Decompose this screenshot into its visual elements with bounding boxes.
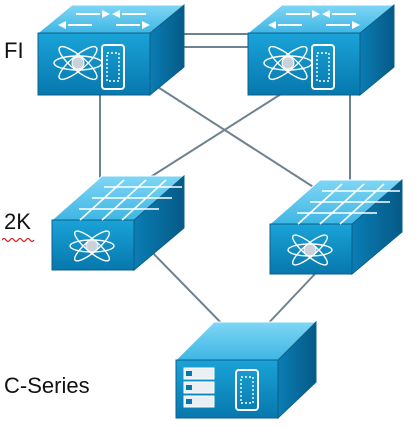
spellcheck-underline — [2, 237, 35, 243]
link-fi-a-fex-b — [149, 81, 319, 191]
tier-label-cseries: C-Series — [4, 373, 90, 398]
tier-label-fi: FI — [4, 38, 24, 63]
rack-server-icon — [174, 320, 318, 420]
links — [99, 33, 351, 335]
fabric-interconnect-icon — [246, 3, 396, 97]
link-fex-a-server — [144, 244, 233, 335]
tier-label-2k: 2K — [4, 209, 31, 234]
fabric-extender-icon — [268, 178, 404, 276]
fabric-interconnect-icon — [36, 3, 186, 97]
link-fi-b-fex-a — [129, 81, 301, 191]
fabric-extender-icon — [50, 174, 186, 272]
